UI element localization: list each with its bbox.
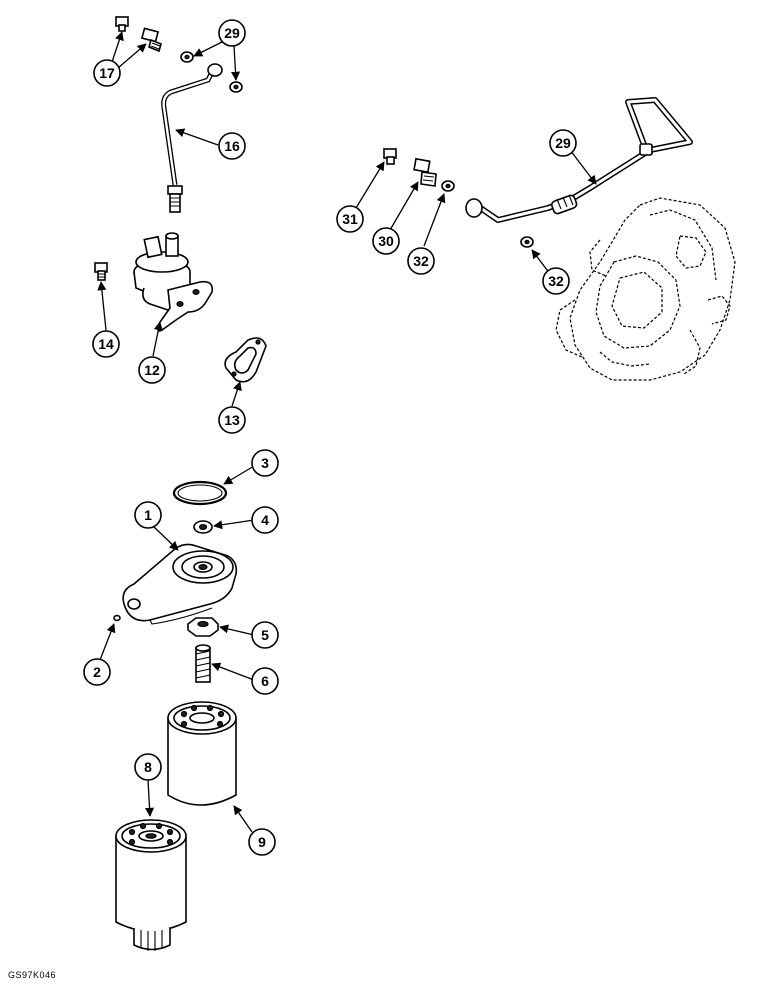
callout-8: 8: [134, 753, 162, 781]
nut-part-5: [187, 617, 219, 637]
sealing-ring-part-4: [193, 520, 213, 534]
filter-head-part-1: [122, 543, 238, 625]
fuel-pipe-part-15: [161, 63, 223, 213]
svg-text:16: 16: [224, 138, 240, 154]
svg-text:6: 6: [261, 673, 269, 689]
callout-14: 14: [92, 330, 120, 358]
svg-text:14: 14: [98, 336, 114, 352]
sealing-washer-part-32: [441, 180, 534, 248]
filter-with-bowl-part-8: [115, 819, 187, 951]
svg-text:32: 32: [548, 273, 564, 289]
callout-6: 6: [251, 667, 279, 695]
svg-text:12: 12: [144, 362, 160, 378]
banjo-bolt-part-30: [413, 157, 437, 187]
gasket-part-13: [224, 337, 267, 383]
callout-13: 13: [218, 406, 246, 434]
bolt-part-14: [94, 262, 108, 281]
svg-text:3: 3: [261, 455, 269, 471]
callout-16: 17: [93, 59, 121, 87]
svg-text:8: 8: [144, 759, 152, 775]
svg-text:29: 29: [224, 25, 240, 41]
callout-5: 5: [251, 621, 279, 649]
svg-text:4: 4: [261, 512, 269, 528]
filter-cartridge-part-9: [167, 701, 237, 806]
sealing-washer-part-17: [180, 51, 243, 93]
figure-code: GS97K046: [8, 970, 57, 980]
callout-2: 2: [83, 658, 111, 686]
svg-text:1: 1: [144, 507, 152, 523]
fuel-lift-pump-part-12: [133, 232, 214, 332]
o-ring-part-3: [172, 480, 228, 506]
svg-text:29: 29: [555, 135, 571, 151]
callout-32: 32: [407, 247, 435, 275]
svg-text:13: 13: [224, 412, 240, 428]
callout-29: 29: [549, 129, 577, 157]
callout-9: 9: [248, 828, 276, 856]
callout-4: 4: [251, 506, 279, 534]
banjo-bolt-part-31: [383, 148, 397, 165]
callout-17: 29: [218, 19, 246, 47]
callout-31: 31: [336, 205, 364, 233]
svg-text:32: 32: [413, 253, 429, 269]
fuel-pipe-part-29: [465, 97, 693, 223]
svg-text:5: 5: [261, 627, 269, 643]
callout-32: 32: [542, 267, 570, 295]
callout-12: 12: [138, 356, 166, 384]
svg-text:9: 9: [258, 834, 266, 850]
callout-15: 16: [218, 132, 246, 160]
svg-text:2: 2: [93, 664, 101, 680]
callout-1: 1: [134, 501, 162, 529]
callout-30: 30: [372, 227, 400, 255]
svg-text:31: 31: [342, 211, 358, 227]
injection-pump-outline: [555, 197, 736, 381]
svg-text:30: 30: [378, 233, 394, 249]
banjo-bolt-part-16: [115, 16, 162, 53]
threaded-adapter-part-6: [195, 644, 211, 683]
callout-leaders: [97, 31, 597, 833]
callout-3: 3: [251, 449, 279, 477]
svg-text:17: 17: [99, 65, 115, 81]
drain-plug-part-2: [113, 614, 121, 622]
